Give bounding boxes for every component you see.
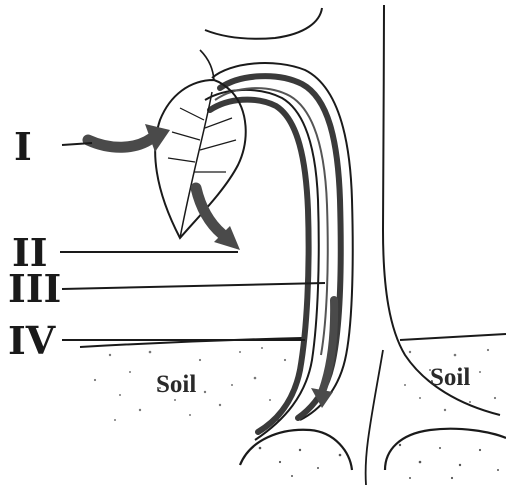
- soil-surface-right: [400, 334, 506, 340]
- soil-mound-left: [240, 430, 352, 470]
- downward-arrow: [311, 300, 334, 408]
- soil-label-right: Soil: [430, 364, 470, 391]
- label-I: I: [14, 124, 32, 169]
- stem-right-left-edge: [366, 350, 383, 485]
- label-IV: IV: [8, 318, 57, 363]
- arrow-into-leaf: [88, 124, 170, 152]
- leader-line-III: [62, 283, 325, 289]
- top-curve: [205, 8, 322, 39]
- transport-strip-inner: [210, 100, 309, 432]
- soil-label-left: Soil: [156, 371, 196, 398]
- stem-right: [383, 5, 500, 415]
- soil-texture-bottom: [259, 444, 499, 479]
- arrow-out-of-leaf: [196, 188, 240, 250]
- label-III: III: [8, 266, 61, 311]
- soil-mound-right: [385, 429, 506, 470]
